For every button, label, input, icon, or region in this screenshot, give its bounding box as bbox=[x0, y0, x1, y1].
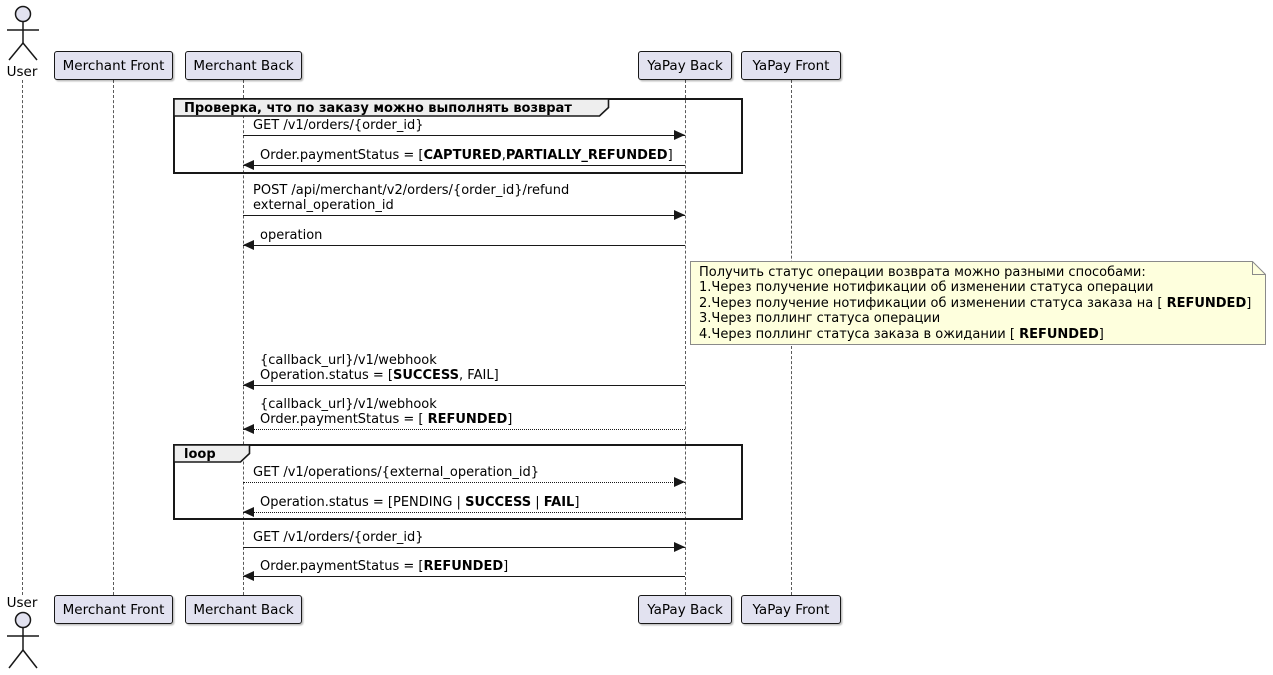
message-line bbox=[243, 215, 685, 216]
participant-yapay-front-top: YaPay Front bbox=[741, 51, 841, 80]
message-line bbox=[243, 135, 685, 136]
arrowhead-left-icon bbox=[243, 380, 254, 390]
participant-yapay-back-top: YaPay Back bbox=[638, 51, 732, 80]
message-line bbox=[243, 385, 685, 386]
message-order-payment-status: Order.paymentStatus = [CAPTURED,PARTIALL… bbox=[243, 148, 685, 170]
message-label: operation bbox=[260, 228, 323, 243]
fragment-title-tab bbox=[173, 444, 251, 463]
message-get-order-final: GET /v1/orders/{order_id} bbox=[243, 530, 685, 552]
arrowhead-left-icon bbox=[243, 571, 254, 581]
note-text: Получить статус операции возврата можно … bbox=[699, 265, 1252, 342]
fragment-loop-title: loop bbox=[184, 447, 216, 462]
note-shape bbox=[690, 261, 1266, 345]
participant-merchant-front-top: Merchant Front bbox=[54, 51, 173, 80]
lifeline-merchant-back bbox=[243, 80, 244, 595]
message-label: GET /v1/orders/{order_id} bbox=[253, 530, 424, 545]
user-actor-icon bbox=[7, 611, 39, 669]
message-post-refund: POST /api/merchant/v2/orders/{order_id}/… bbox=[243, 183, 685, 220]
arrowhead-right-icon bbox=[674, 130, 685, 140]
message-line bbox=[243, 576, 685, 577]
arrowhead-left-icon bbox=[243, 160, 254, 170]
message-line bbox=[243, 245, 685, 246]
participant-merchant-front-bottom: Merchant Front bbox=[54, 595, 173, 624]
message-label: Order.paymentStatus = [REFUNDED] bbox=[260, 559, 509, 574]
participant-merchant-back-top: Merchant Back bbox=[185, 51, 302, 80]
arrowhead-right-icon bbox=[674, 542, 685, 552]
fragment-loop: loop bbox=[173, 444, 743, 520]
message-label: POST /api/merchant/v2/orders/{order_id}/… bbox=[253, 183, 570, 213]
fragment-check-refund: Проверка, что по заказу можно выполнять … bbox=[173, 98, 743, 174]
message-get-order: GET /v1/orders/{order_id} bbox=[243, 118, 685, 140]
message-webhook-order-status: {callback_url}/v1/webhook Order.paymentS… bbox=[243, 397, 685, 434]
message-line bbox=[243, 482, 685, 483]
lifeline-merchant-front bbox=[113, 80, 114, 595]
message-line bbox=[243, 547, 685, 548]
message-label: Operation.status = [PENDING | SUCCESS | … bbox=[260, 495, 580, 510]
participant-yapay-front-bottom: YaPay Front bbox=[741, 595, 841, 624]
actor-label-user-bottom: User bbox=[6, 595, 38, 611]
arrowhead-right-icon bbox=[674, 210, 685, 220]
message-operation-status-response: Operation.status = [PENDING | SUCCESS | … bbox=[243, 495, 685, 517]
message-webhook-operation-status: {callback_url}/v1/webhook Operation.stat… bbox=[243, 353, 685, 390]
message-label: {callback_url}/v1/webhook Order.paymentS… bbox=[260, 397, 513, 427]
arrowhead-left-icon bbox=[243, 240, 254, 250]
lifeline-yapay-back bbox=[685, 80, 686, 595]
arrowhead-left-icon bbox=[243, 424, 254, 434]
message-operation: operation bbox=[243, 228, 685, 250]
arrowhead-right-icon bbox=[674, 477, 685, 487]
message-line bbox=[243, 429, 685, 430]
participant-yapay-back-bottom: YaPay Back bbox=[638, 595, 732, 624]
note-refund-status: Получить статус операции возврата можно … bbox=[690, 261, 1267, 345]
fragment-title-tab bbox=[173, 98, 610, 117]
user-actor-icon bbox=[7, 5, 39, 61]
message-order-refunded: Order.paymentStatus = [REFUNDED] bbox=[243, 559, 685, 581]
participant-merchant-back-bottom: Merchant Back bbox=[185, 595, 302, 624]
message-get-operation: GET /v1/operations/{external_operation_i… bbox=[243, 465, 685, 487]
fragment-check-refund-title: Проверка, что по заказу можно выполнять … bbox=[184, 101, 572, 116]
message-line bbox=[243, 165, 685, 166]
message-label: GET /v1/orders/{order_id} bbox=[253, 118, 424, 133]
arrowhead-left-icon bbox=[243, 507, 254, 517]
message-label: Order.paymentStatus = [CAPTURED,PARTIALL… bbox=[260, 148, 673, 163]
message-line bbox=[243, 512, 685, 513]
actor-label-user-top: User bbox=[6, 64, 38, 80]
message-label: GET /v1/operations/{external_operation_i… bbox=[253, 465, 539, 480]
message-label: {callback_url}/v1/webhook Operation.stat… bbox=[260, 353, 499, 383]
lifeline-user bbox=[22, 80, 23, 595]
